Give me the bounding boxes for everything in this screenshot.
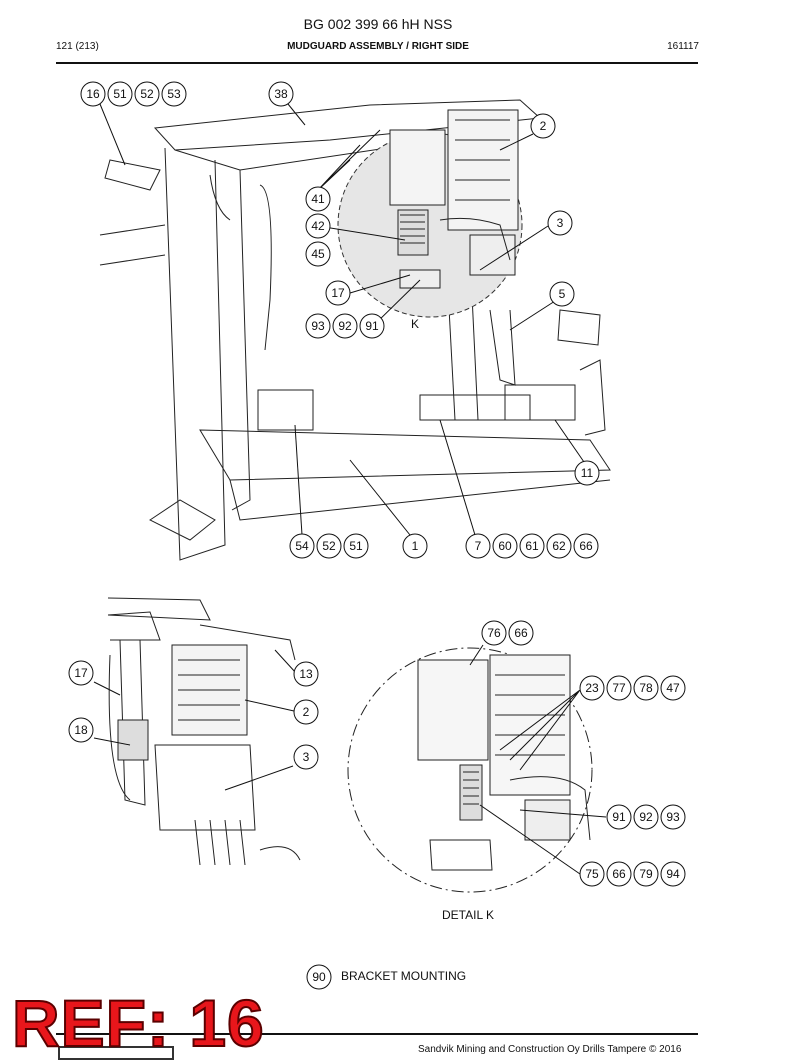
callout-1: 1	[412, 539, 419, 553]
callout-60: 60	[498, 539, 512, 553]
callout-93: 93	[311, 319, 325, 333]
callout-92: 92	[639, 810, 653, 824]
callout-38: 38	[274, 87, 288, 101]
callout-16: 16	[86, 87, 100, 101]
callout-51: 51	[113, 87, 127, 101]
callout-54: 54	[295, 539, 309, 553]
callout-93: 93	[666, 810, 680, 824]
footer-rule	[56, 1033, 698, 1035]
footer-copyright: Sandvik Mining and Construction Oy Drill…	[418, 1044, 682, 1055]
callout-92: 92	[338, 319, 352, 333]
callout-7: 7	[475, 539, 482, 553]
callout-13: 13	[299, 667, 313, 681]
callout-bubbles-main	[80, 81, 600, 559]
callout-41: 41	[311, 192, 325, 206]
callout-3: 3	[303, 750, 310, 764]
lower-left-leaders	[93, 649, 297, 791]
callout-47: 47	[666, 681, 680, 695]
callout-79: 79	[639, 867, 653, 881]
document-code: 161117	[667, 41, 699, 52]
callout-5: 5	[559, 287, 566, 301]
detail-k-marker: K	[411, 317, 420, 331]
callout-45: 45	[311, 247, 325, 261]
callout-66: 66	[514, 626, 528, 640]
callout-53: 53	[167, 87, 181, 101]
callout-61: 61	[525, 539, 539, 553]
page-number: 121 (213)	[56, 41, 99, 52]
detail-k-caption: DETAIL K	[442, 908, 495, 922]
callout-77: 77	[612, 681, 626, 695]
callout-78: 78	[639, 681, 653, 695]
bracket-mounting-label: BRACKET MOUNTING	[341, 969, 467, 983]
callout-75: 75	[585, 867, 599, 881]
callout-17: 17	[331, 286, 345, 300]
callout-18: 18	[74, 723, 88, 737]
callout-62: 62	[552, 539, 566, 553]
reference-stamp: REF: 16	[11, 985, 265, 1061]
callout-2: 2	[303, 705, 310, 719]
callout-bubbles-lower	[68, 620, 686, 990]
callout-11: 11	[581, 466, 594, 480]
callout-3: 3	[557, 216, 564, 230]
header-rule	[56, 62, 698, 64]
callout-91: 91	[612, 810, 626, 824]
valve-block-main	[389, 109, 519, 289]
callout-76: 76	[487, 626, 501, 640]
callout-90: 90	[312, 970, 326, 984]
section-title: MUDGUARD ASSEMBLY / RIGHT SIDE	[287, 41, 469, 52]
callout-17: 17	[74, 666, 88, 680]
callout-52: 52	[322, 539, 336, 553]
lower-left-view	[107, 597, 301, 866]
detail-k-leaders	[469, 644, 607, 875]
callout-66: 66	[579, 539, 593, 553]
callout-94: 94	[666, 867, 680, 881]
callout-23: 23	[585, 681, 599, 695]
callout-51: 51	[349, 539, 363, 553]
document-title: BG 002 399 66 hH NSS	[303, 16, 453, 32]
callout-42: 42	[311, 219, 325, 233]
callout-2: 2	[540, 119, 547, 133]
callout-66: 66	[612, 867, 626, 881]
detail-k-view	[417, 654, 591, 871]
callout-91: 91	[365, 319, 379, 333]
main-leader-lines	[99, 103, 585, 536]
callout-52: 52	[140, 87, 154, 101]
